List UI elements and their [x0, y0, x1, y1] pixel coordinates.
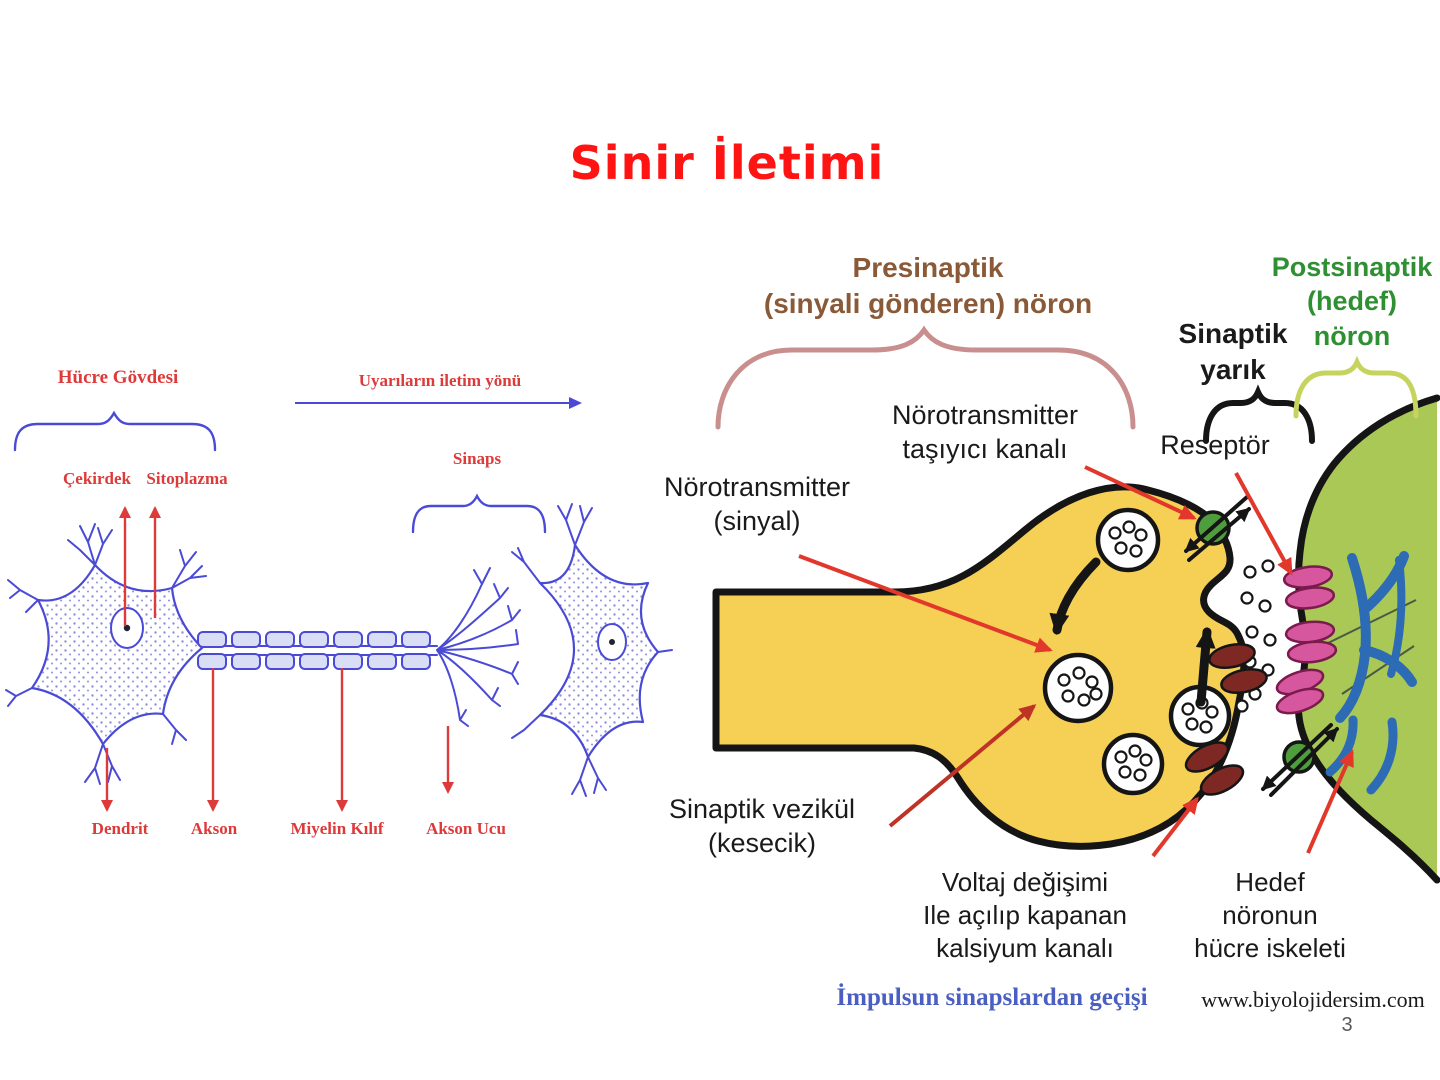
label-transporter-channel: Nörotransmitter taşıyıcı kanalı — [891, 400, 1079, 465]
presynaptic-brace — [715, 325, 1136, 430]
synapse-diagram — [712, 325, 1440, 884]
cell-body-brace — [13, 410, 217, 452]
label-neurotransmitter-signal: Nörotransmitter (sinyal) — [663, 472, 851, 537]
receptor-proteins — [1275, 565, 1338, 715]
vesicle-docking-arrow — [1195, 627, 1216, 707]
postsynaptic-brace — [1293, 355, 1419, 419]
label-presynaptic-neuron: Presinaptik (sinyali gönderen) nöron — [763, 252, 1093, 319]
label-impulse-direction: Uyarıların iletim yönü — [358, 371, 522, 390]
myelin-sheath-segments — [197, 631, 431, 670]
left-diagram-pointer-arrows — [101, 506, 454, 812]
axon-terminal-branches — [436, 567, 521, 727]
label-target-cytoskeleton: Hedef nöronun hücre iskeleti — [1194, 867, 1346, 964]
label-synaptic-vesicle: Sinaptik vezikül (kesecik) — [668, 794, 856, 859]
page-number: 3 — [1341, 1014, 1353, 1036]
label-cytoplasm: Sitoplazma — [146, 469, 228, 488]
label-dendrite: Dendrit — [91, 819, 149, 838]
synaptic-vesicles — [1042, 507, 1232, 796]
calcium-channel-proteins — [1184, 642, 1268, 796]
label-receptor: Reseptör — [1160, 430, 1270, 460]
label-cell-body: Hücre Gövdesi — [57, 367, 179, 388]
nucleolus-dot — [123, 624, 131, 632]
label-synapse: Sinaps — [452, 449, 502, 468]
label-myelin-sheath: Miyelin Kılıf — [290, 819, 384, 838]
label-synaptic-cleft: Sinaptik yarık — [1178, 318, 1288, 385]
next-neuron-nucleolus — [609, 639, 615, 645]
label-axon-terminal: Akson Ucu — [426, 819, 506, 838]
diagram-caption: İmpulsun sinapslardan geçişi — [836, 984, 1148, 1011]
label-calcium-channel: Voltaj değişimi Ile açılıp kapanan kalsi… — [923, 867, 1127, 964]
dendrite-branches — [5, 523, 207, 785]
slide-title: Sinir İletimi — [569, 136, 885, 190]
neuron-cell-body — [30, 563, 204, 746]
website-credit: www.biyolojidersim.com — [1201, 987, 1425, 1012]
transporter-exchange-arrows — [1184, 495, 1251, 562]
postsynaptic-exchange-arrows — [1261, 723, 1339, 797]
next-neuron-dendrites — [511, 503, 673, 797]
label-nucleus: Çekirdek — [63, 469, 131, 488]
right-diagram-pointer-arrows — [798, 465, 1354, 858]
neuron-structure-diagram — [5, 397, 673, 812]
cytoskeleton-filaments — [1321, 551, 1417, 795]
vesicle-movement-arrow — [1049, 557, 1101, 635]
synapse-brace — [411, 493, 547, 534]
label-postsynaptic-neuron: Postsinaptik (hedef) nöron — [1271, 252, 1433, 351]
label-axon: Akson — [190, 819, 238, 838]
